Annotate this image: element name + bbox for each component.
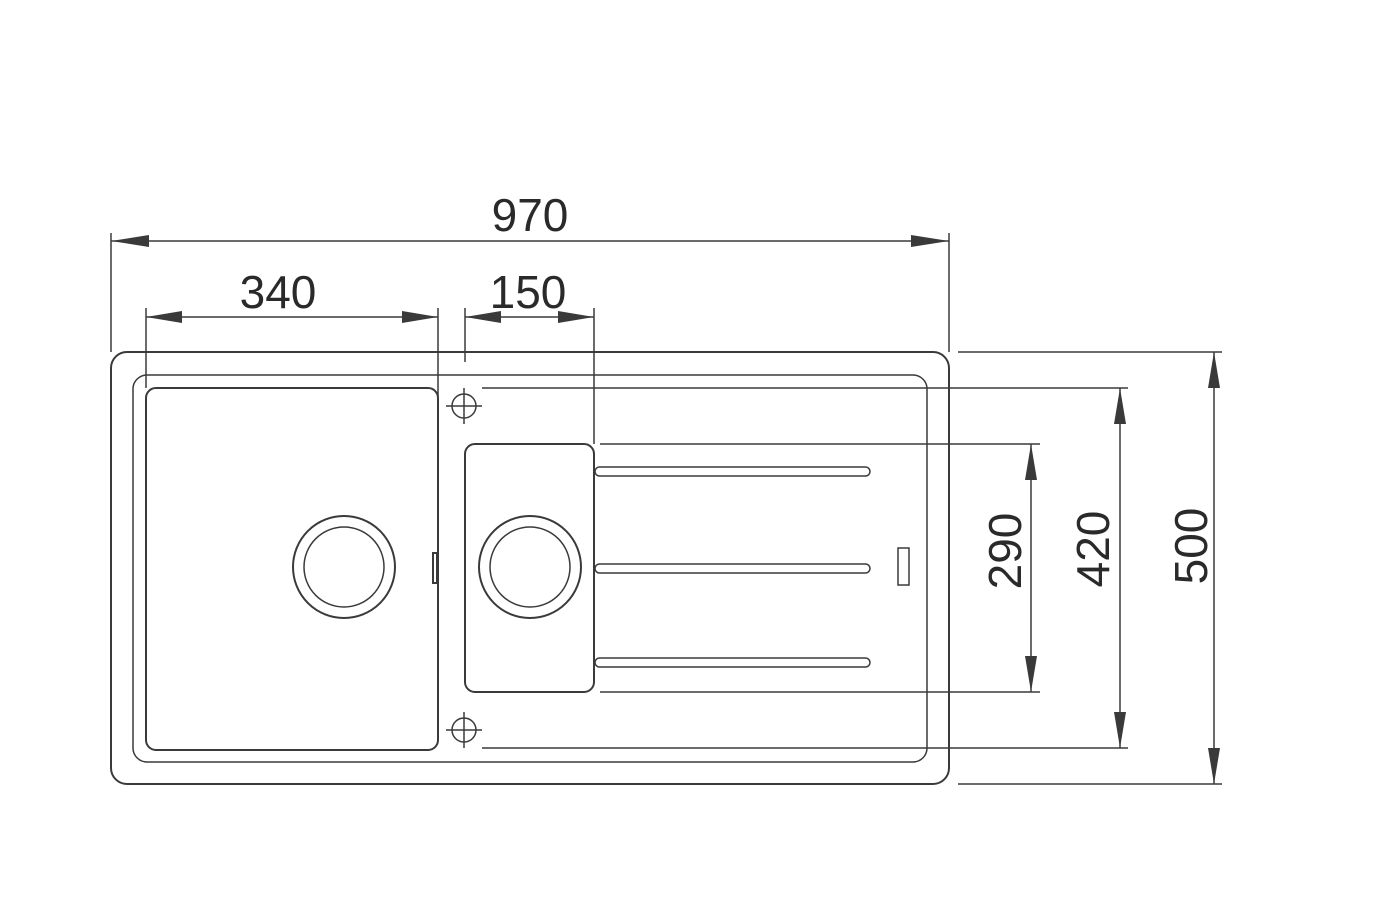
large-bowl-drain-inner — [303, 526, 385, 608]
arrow-bottom — [1025, 656, 1037, 692]
arrow-right — [558, 311, 594, 323]
arrow-top — [1208, 352, 1220, 388]
arrow-right — [402, 311, 438, 323]
label-bowl-area-depth: 420 — [1067, 511, 1119, 588]
large-bowl-drain-outer — [292, 515, 396, 619]
sink-inner-rim — [132, 374, 928, 763]
label-small-bowl-depth: 290 — [979, 513, 1031, 590]
small-bowl-drain-outer — [478, 515, 582, 619]
drainer-rib-middle — [594, 563, 871, 574]
dimension-small-bowl-width: 150 — [465, 266, 594, 323]
dimension-small-bowl-depth: 290 — [979, 444, 1037, 692]
label-small-bowl-width: 150 — [490, 266, 567, 318]
drainer-rib-top — [594, 466, 871, 477]
sink-outer-edge — [110, 351, 950, 785]
drainer-rib-bottom — [594, 657, 871, 668]
drainer-board — [594, 466, 910, 668]
extension-lines — [110, 233, 1222, 785]
arrow-left — [111, 235, 149, 247]
drainer-slot — [897, 547, 910, 586]
dimension-bowl-area-depth: 420 — [1067, 388, 1126, 748]
arrow-bottom — [1114, 712, 1126, 748]
dimension-overall-width: 970 — [111, 189, 949, 247]
small-bowl — [464, 443, 595, 693]
arrow-left — [465, 311, 501, 323]
dimension-overall-depth: 500 — [1165, 352, 1220, 784]
sink-outline — [110, 351, 950, 785]
tap-hole-top — [446, 388, 482, 424]
overflow-slot — [432, 552, 438, 584]
large-bowl — [145, 387, 439, 751]
label-large-bowl-width: 340 — [240, 266, 317, 318]
tap-hole-bottom — [446, 712, 482, 748]
small-bowl-drain-inner — [489, 526, 571, 608]
label-overall-depth: 500 — [1165, 508, 1217, 585]
label-overall-width: 970 — [492, 189, 569, 241]
small-bowl-outline — [464, 443, 595, 693]
arrow-top — [1025, 444, 1037, 480]
arrow-top — [1114, 388, 1126, 424]
arrow-right — [911, 235, 949, 247]
arrow-left — [146, 311, 182, 323]
dimension-large-bowl-width: 340 — [146, 266, 438, 323]
arrow-bottom — [1208, 748, 1220, 784]
